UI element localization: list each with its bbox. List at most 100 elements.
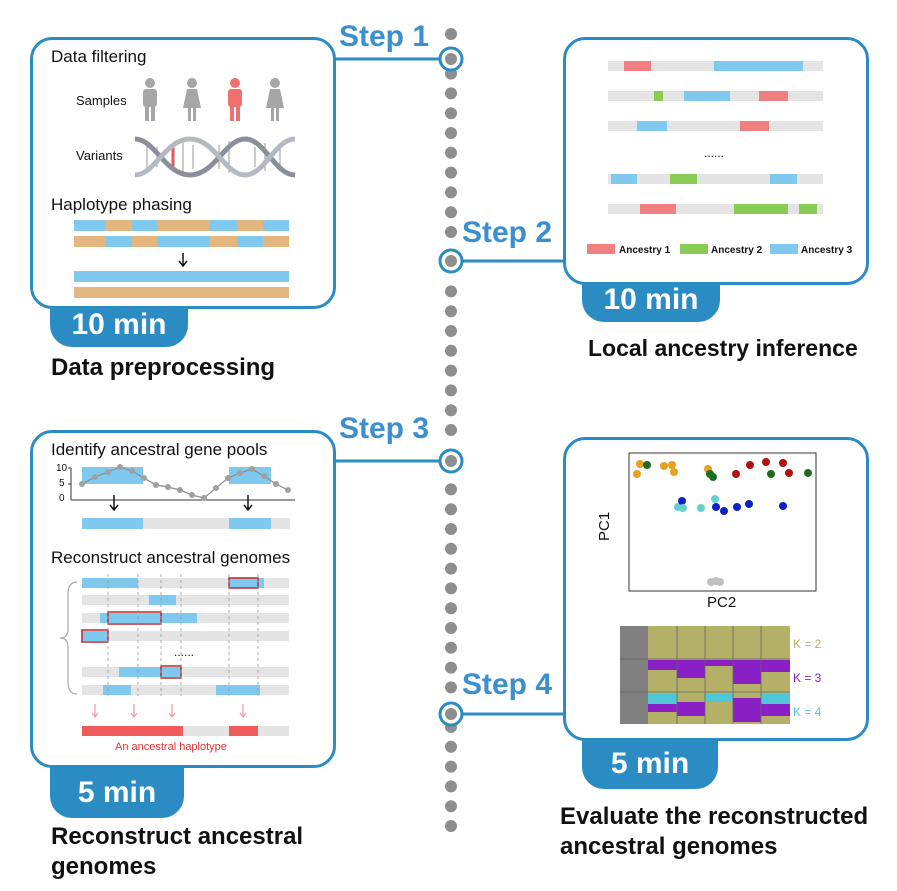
person-male-icon — [143, 78, 157, 121]
ytick-0: 0 — [59, 493, 65, 504]
panel4-caption-line1: Evaluate the reconstructed — [560, 803, 869, 830]
timeline-dot — [445, 820, 457, 832]
legend-ancestry-1: Ancestry 1 — [619, 245, 671, 256]
gene-pool-point — [249, 466, 255, 472]
panel1-title-filtering: Data filtering — [51, 47, 147, 66]
timeline-dot — [445, 622, 457, 634]
gene-pool-point — [189, 492, 195, 498]
timeline-dot — [445, 641, 457, 654]
panel2-box — [563, 37, 869, 285]
panel1-caption: Data preprocessing — [51, 354, 276, 381]
gene-pool-point — [105, 469, 111, 475]
timeline-dot — [445, 602, 457, 615]
ancestry-track-2 — [608, 91, 823, 101]
timeline-dot — [445, 681, 457, 694]
ytick-10: 10 — [56, 463, 68, 474]
timeline-dot — [445, 424, 457, 436]
timeline-dot — [445, 542, 457, 555]
gene-pool-point — [92, 474, 98, 480]
timeline-dot — [445, 562, 457, 575]
phased-haplotype-1 — [74, 271, 289, 282]
panel4-caption-line2: ancestral genomes — [560, 833, 778, 860]
panel3-ellipsis: ...... — [174, 645, 195, 659]
ancestry-track-3 — [608, 121, 823, 131]
panel3-title-identify: Identify ancestral gene pools — [51, 440, 268, 459]
unphased-haplotype-2 — [74, 236, 289, 247]
down-arrow-icon — [243, 495, 253, 512]
step1-label: Step 1 — [339, 20, 430, 53]
reconstruct-diagram — [59, 574, 289, 736]
gene-pool-point — [165, 484, 171, 490]
gene-pool-point — [129, 468, 135, 474]
panel3-caption-line2: genomes — [51, 853, 157, 880]
step2-label: Step 2 — [462, 216, 553, 249]
gene-pool-point — [79, 481, 85, 487]
timeline-dot — [445, 344, 457, 357]
k2-label: K = 2 — [793, 637, 822, 651]
timeline-dot — [445, 87, 457, 100]
timeline-dot — [445, 186, 457, 199]
timeline-dot — [445, 127, 457, 139]
timeline-dot — [445, 285, 457, 298]
gene-pool-point — [177, 487, 183, 493]
gene-pool-point — [153, 482, 159, 488]
people-icons — [143, 78, 284, 121]
legend-ancestry-2: Ancestry 2 — [711, 245, 763, 256]
person-female-icon — [266, 78, 284, 121]
timeline-dot — [445, 364, 457, 377]
timeline-dot — [445, 146, 457, 159]
admixture-plot — [620, 626, 790, 724]
step3-label: Step 3 — [339, 412, 430, 445]
legend-swatches — [587, 244, 798, 254]
person-male-highlight-icon — [228, 78, 242, 121]
pc2-axis-label: PC2 — [707, 594, 737, 611]
panel3-caption-line1: Reconstruct ancestral — [51, 823, 304, 850]
timeline-dot — [445, 166, 457, 179]
ancestral-haplotype-label: An ancestral haplotype — [115, 741, 227, 753]
ancestry-tracks — [587, 61, 823, 254]
down-arrow-icon — [91, 704, 247, 719]
timeline-dot — [445, 28, 457, 40]
k3-label: K = 3 — [793, 671, 822, 685]
gene-pool-point — [225, 475, 231, 481]
gene-pool-point — [213, 485, 219, 491]
gene-pool-point — [117, 464, 123, 470]
gene-pool-point — [273, 481, 279, 487]
pca-points — [633, 458, 812, 586]
timeline-dot — [445, 582, 457, 595]
ancestry-track-5 — [608, 204, 823, 214]
k4-label: K = 4 — [793, 705, 822, 719]
down-arrow-icon — [178, 253, 188, 268]
panel2-caption: Local ancestry inference — [588, 335, 858, 361]
unphased-haplotype-1 — [74, 220, 289, 231]
ancestry-track-1 — [608, 61, 823, 71]
dna-helix-icon — [134, 136, 296, 178]
person-female-icon — [183, 78, 201, 121]
timeline-dot — [445, 226, 457, 238]
ytick-5: 5 — [59, 478, 65, 489]
gene-pool-plot — [68, 464, 295, 529]
panel2-ellipsis: ...... — [704, 146, 725, 160]
step4-label: Step 4 — [462, 668, 553, 701]
pc1-axis-label: PC1 — [596, 511, 613, 541]
panel1-title-phasing: Haplotype phasing — [51, 195, 192, 214]
timeline-dot — [445, 384, 457, 397]
timeline-dot — [445, 483, 457, 496]
timeline-dot — [445, 523, 457, 535]
variants-label: Variants — [76, 148, 123, 163]
panel3-title-reconstruct: Reconstruct ancestral genomes — [51, 548, 291, 567]
timeline-dot — [445, 404, 457, 417]
phasing-diagram — [74, 220, 289, 298]
timeline-dot — [445, 661, 457, 674]
down-arrow-icon — [109, 495, 119, 512]
phased-haplotype-2 — [74, 287, 289, 298]
timeline-dot — [445, 760, 457, 773]
timeline-dot — [445, 503, 457, 516]
legend-ancestry-3: Ancestry 3 — [801, 245, 853, 256]
k3-row — [648, 660, 790, 688]
gene-pool-point — [237, 470, 243, 476]
gene-pool-point — [141, 475, 147, 481]
timeline-dot — [445, 800, 457, 813]
timeline-dot — [445, 305, 457, 318]
